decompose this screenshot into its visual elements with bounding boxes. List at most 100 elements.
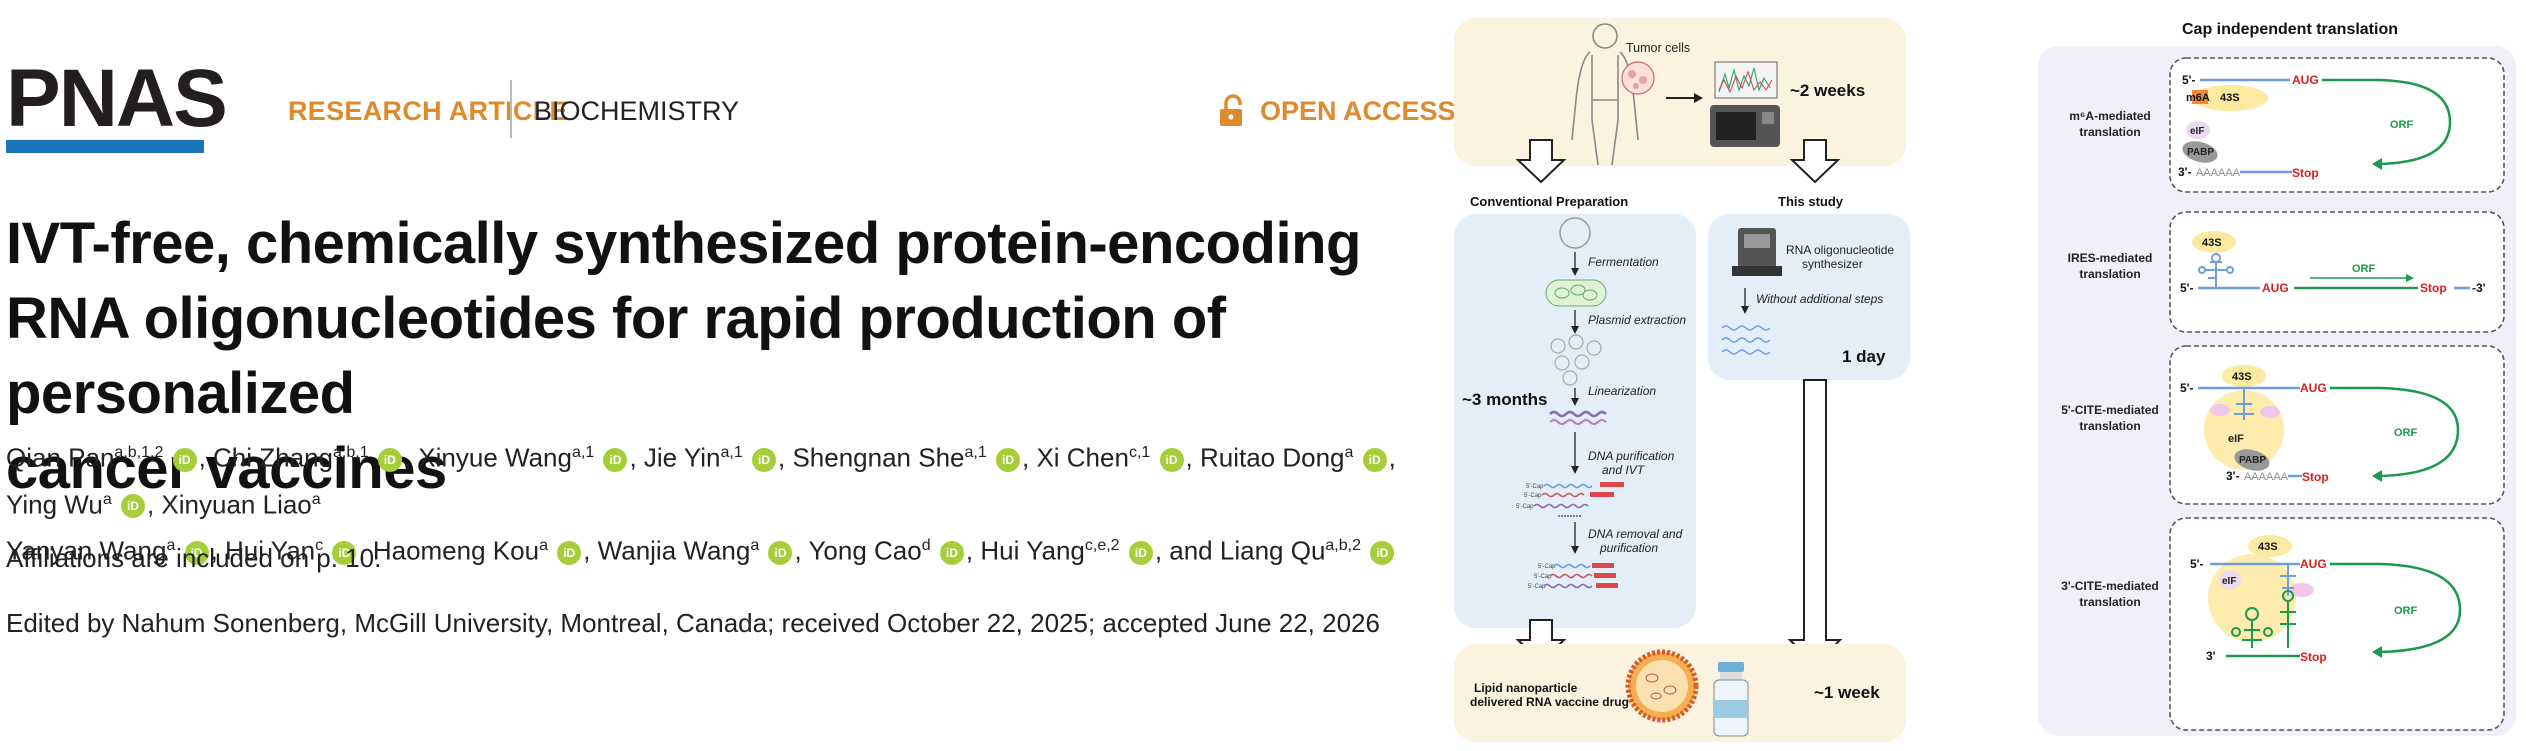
long-down-arrow — [1787, 379, 1843, 668]
svg-text:ORF: ORF — [2390, 119, 2414, 131]
svg-text:AUG: AUG — [2262, 281, 2289, 295]
svg-text:translation: translation — [2079, 419, 2140, 433]
orcid-icon[interactable]: iD — [172, 447, 197, 472]
orcid-icon[interactable]: iD — [557, 541, 582, 566]
three-months-label: ~3 months — [1462, 390, 1548, 409]
author-affiliation-sup: a,b,2 — [1325, 537, 1361, 555]
author-name[interactable]: Chi Zhang — [213, 442, 333, 473]
affiliations-note[interactable]: Affiliations are included on p. 10. — [6, 543, 382, 573]
step-dna-purification: DNA purification — [1588, 449, 1675, 463]
orcid-icon[interactable]: iD — [1128, 541, 1153, 566]
author-affiliation-sup: a — [1344, 444, 1354, 461]
synthesizer-label-2: synthesizer — [1802, 257, 1863, 271]
cite-structure-icon — [2231, 590, 2296, 648]
cap-figure-title: Cap independent translation — [2182, 21, 2398, 38]
author-name[interactable]: Hui Yan — [225, 535, 316, 566]
orcid-icon[interactable]: iD — [332, 541, 357, 566]
svg-text:5'-Cap: 5'-Cap — [1528, 584, 1546, 590]
row-label-ires: IRES-mediated — [2068, 251, 2153, 265]
author-name[interactable]: Hui Yang — [980, 535, 1085, 566]
plasmid-icon — [1559, 217, 1591, 249]
author-affiliation-sup: a — [311, 490, 321, 508]
author-name[interactable]: Yanyan Wang — [6, 535, 167, 566]
lnp-label-2: delivered RNA vaccine drug — [1470, 695, 1629, 709]
author-name[interactable]: Shengnan She — [792, 442, 965, 473]
subject-category[interactable]: BIOCHEMISTRY — [534, 96, 740, 126]
svg-text:AUG: AUG — [2300, 381, 2327, 395]
author-name[interactable]: Yong Cao — [808, 535, 922, 566]
without-steps-label: Without additional steps — [1756, 292, 1883, 306]
svg-text:ORF: ORF — [2352, 263, 2376, 275]
journal-logo[interactable]: PNAS — [6, 53, 228, 144]
svg-text:5'-Cap: 5'-Cap — [1534, 574, 1552, 580]
orcid-icon[interactable]: iD — [1370, 541, 1395, 566]
author-affiliation-sup: a — [166, 537, 176, 555]
svg-text:and IVT: and IVT — [1602, 463, 1646, 477]
orcid-icon[interactable]: iD — [1159, 447, 1184, 472]
svg-text:eIF: eIF — [2222, 576, 2236, 587]
author-affiliation-sup: a,b,1 — [333, 444, 369, 461]
orcid-icon[interactable]: iD — [120, 494, 145, 519]
author-affiliation-sup: a,1 — [964, 444, 987, 461]
title-line-1: IVT-free, chemically synthesized protein… — [6, 211, 1361, 276]
open-access-label[interactable]: OPEN ACCESS — [1260, 96, 1456, 126]
author-affiliation-sup: a,b,1,2 — [114, 444, 164, 461]
this-study-title: This study — [1778, 194, 1844, 209]
author-name[interactable]: Ruitao Dong — [1199, 442, 1345, 473]
ribosome-43s-icon — [2192, 85, 2268, 111]
author-name[interactable]: Wanjia Wang — [597, 535, 751, 566]
svg-text:translation: translation — [2079, 125, 2140, 139]
svg-text:5'-: 5'- — [2182, 73, 2196, 87]
svg-text:Stop: Stop — [2302, 470, 2329, 484]
svg-text:PABP: PABP — [2187, 147, 2214, 158]
open-lock-icon — [1220, 94, 1242, 126]
svg-text:purification: purification — [1599, 541, 1658, 555]
svg-text:AAAAAA: AAAAAA — [2196, 167, 2241, 179]
ires-box — [2169, 211, 2505, 333]
svg-text:Stop: Stop — [2300, 650, 2327, 664]
lnp-label-1: Lipid nanoparticle — [1474, 681, 1578, 695]
orcid-icon[interactable]: iD — [1362, 447, 1387, 472]
orcid-icon[interactable]: iD — [768, 541, 793, 566]
author-name[interactable]: Qian Pan — [6, 442, 115, 473]
svg-text:5'-: 5'- — [2190, 557, 2204, 571]
orcid-icon[interactable]: iD — [184, 541, 209, 566]
down-arrow-right — [1789, 139, 1841, 184]
author-name[interactable]: Xinyuan Liao — [161, 489, 312, 520]
article-type: RESEARCH ARTICLE — [288, 96, 568, 126]
title-line-3: cancer vaccines — [6, 436, 447, 501]
row-label-5cite: 5'-CITE-mediated — [2061, 403, 2159, 417]
orcid-icon[interactable]: iD — [995, 447, 1020, 472]
author-affiliation-sup: a — [102, 490, 112, 508]
author-affiliation-sup: a,1 — [571, 444, 595, 461]
ivt-transcripts-icon: 5'-Cap 5'-Cap 5'-Cap — [1516, 482, 1624, 517]
sequencer-icon — [1710, 61, 1780, 147]
author-name[interactable]: Xinyue Wang — [418, 442, 572, 473]
author-name[interactable]: Haomeng Kou — [372, 535, 540, 566]
author-affiliation-sup: d — [921, 537, 931, 555]
row-label-3cite: 3'-CITE-mediated — [2061, 579, 2159, 593]
orcid-icon[interactable]: iD — [939, 541, 964, 566]
orcid-icon[interactable]: iD — [603, 447, 628, 472]
author-name[interactable]: Jie Yin — [643, 442, 721, 473]
author-name[interactable]: Liang Qu — [1219, 535, 1326, 566]
orcid-icon[interactable]: iD — [752, 447, 776, 472]
svg-text:5'-Cap: 5'-Cap — [1524, 493, 1542, 499]
author-affiliation-sup: a,1 — [720, 444, 743, 461]
edited-by: Edited by Nahum Sonenberg, McGill Univer… — [6, 608, 1380, 638]
purified-rna-icon: 5'-Cap 5'-Cap 5'-Cap — [1528, 563, 1618, 590]
article-title: IVT-free, chemically synthesized protein… — [6, 206, 1426, 506]
svg-text:Stop: Stop — [2292, 166, 2319, 180]
logo-underline — [6, 140, 204, 153]
conventional-panel — [1454, 214, 1696, 628]
svg-text:43S: 43S — [2202, 237, 2222, 249]
nanoparticle-icon — [1625, 649, 1699, 723]
svg-text:translation: translation — [2079, 595, 2140, 609]
orcid-icon[interactable]: iD — [377, 447, 402, 472]
svg-text:43S: 43S — [2258, 541, 2278, 553]
svg-text:PABP: PABP — [2239, 455, 2266, 466]
author-name[interactable]: Xi Chen — [1036, 442, 1129, 473]
author-name[interactable]: Ying Wu — [6, 489, 103, 520]
header-divider — [510, 80, 512, 138]
svg-text:3': 3' — [2206, 649, 2216, 663]
